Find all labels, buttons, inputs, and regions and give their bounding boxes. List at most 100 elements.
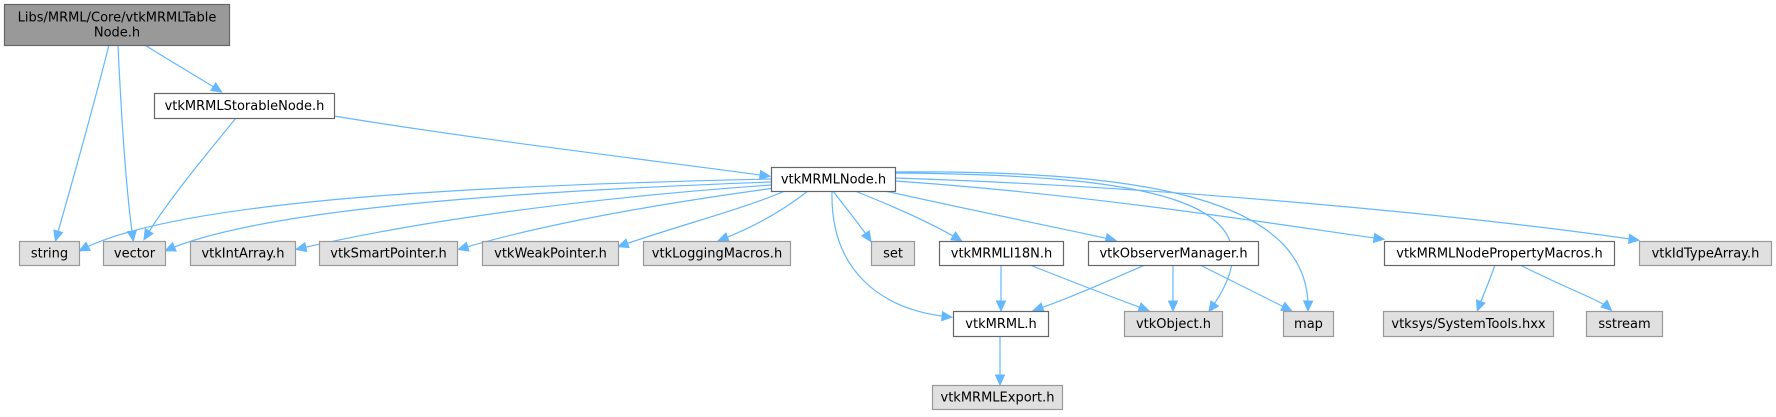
arrowhead-icon <box>995 300 1007 313</box>
edge-line <box>894 171 1309 310</box>
edge-node-to-string <box>78 178 772 252</box>
edge-propmacros-to-systools <box>1475 264 1496 313</box>
node-box <box>642 240 792 267</box>
node-label: vtkIntArray.h <box>201 247 284 262</box>
node-set: set <box>870 240 916 267</box>
edge-line <box>166 181 772 251</box>
edge-node-to-i18n <box>854 190 963 242</box>
edge-line <box>719 190 809 241</box>
edge-node-to-idtype <box>894 177 1641 244</box>
edge-line <box>1034 264 1146 311</box>
node-label: map <box>1294 317 1323 332</box>
edge-line <box>884 190 1115 241</box>
node-box <box>952 310 1050 338</box>
node-box <box>153 92 336 120</box>
edge-node-to-intarray <box>294 184 772 253</box>
edge-i18n-to-mrml <box>995 265 1007 313</box>
node-storable[interactable]: vtkMRMLStorableNode.h <box>153 92 336 120</box>
edges-layer <box>53 44 1641 387</box>
node-label: vector <box>114 247 156 262</box>
node-box <box>18 240 81 267</box>
arrowhead-icon <box>1280 301 1293 312</box>
arrowhead-icon <box>1031 302 1045 313</box>
node-label: vtkMRMLStorableNode.h <box>165 99 325 114</box>
arrowhead-icon <box>716 232 730 242</box>
arrowhead-icon <box>1627 233 1641 244</box>
node-label: vtkMRMLNodePropertyMacros.h <box>1396 247 1602 262</box>
node-label: set <box>883 247 903 262</box>
arrowhead-icon <box>1167 300 1179 313</box>
edge-node-to-weakptr <box>616 190 786 249</box>
arrowhead-icon <box>78 241 91 252</box>
arrowhead-icon <box>294 241 308 253</box>
node-label: vtkMRML.h <box>965 317 1036 332</box>
node-label: vtkMRMLNode.h <box>781 173 886 188</box>
node-systools: vtksys/SystemTools.hxx <box>1382 310 1555 338</box>
arrowhead-icon <box>1302 300 1314 313</box>
node-sstream: sstream <box>1585 310 1664 338</box>
arrowhead-icon <box>1208 300 1220 313</box>
edge-line <box>144 44 221 92</box>
edge-line <box>619 190 786 247</box>
edge-node-to-logging <box>716 190 809 242</box>
arrowhead-icon <box>1137 302 1151 312</box>
edge-observer-to-object <box>1167 265 1179 313</box>
node-propmacros[interactable]: vtkMRMLNodePropertyMacros.h <box>1383 240 1616 267</box>
node-observer[interactable]: vtkObserverManager.h <box>1087 240 1260 267</box>
arrowhead-icon <box>143 227 154 241</box>
edge-node-to-map <box>894 171 1314 313</box>
edge-storable-to-node <box>333 115 772 181</box>
edge-line <box>894 180 1383 240</box>
node-map: map <box>1282 310 1335 338</box>
node-box <box>770 166 897 193</box>
node-label: vtkLoggingMacros.h <box>652 247 782 262</box>
edge-root-to-string <box>53 44 110 243</box>
node-box <box>1585 310 1664 338</box>
edge-line <box>117 44 134 240</box>
node-box <box>1087 240 1260 267</box>
node-box <box>1282 310 1335 338</box>
edge-line <box>333 115 769 177</box>
edge-line <box>55 44 110 240</box>
node-label: Node.h <box>94 26 140 41</box>
node-label: vtkMRMLI18N.h <box>951 247 1053 262</box>
arrowhead-icon <box>994 374 1006 387</box>
edge-observer-to-mrml <box>1031 264 1146 313</box>
edge-observer-to-map <box>1199 264 1293 312</box>
node-label: vtkObserverManager.h <box>1099 247 1247 262</box>
arrowhead-icon <box>860 230 872 243</box>
edge-line <box>1029 264 1148 311</box>
node-i18n[interactable]: vtkMRMLI18N.h <box>938 240 1065 267</box>
node-vector: vector <box>102 240 167 267</box>
node-box <box>3 3 231 47</box>
arrowhead-icon <box>456 241 470 252</box>
node-mrml[interactable]: vtkMRML.h <box>952 310 1050 338</box>
node-box <box>102 240 167 267</box>
edge-line <box>854 190 961 241</box>
node-box <box>1383 240 1616 267</box>
arrowhead-icon <box>941 310 954 322</box>
node-label: string <box>31 247 68 262</box>
node-object: vtkObject.h <box>1123 310 1224 338</box>
node-box <box>318 240 459 267</box>
node-box <box>1123 310 1224 338</box>
arrowhead-icon <box>1475 299 1486 313</box>
node-box <box>1638 240 1773 267</box>
node-node[interactable]: vtkMRMLNode.h <box>770 166 897 193</box>
edge-root-to-storable <box>144 44 223 93</box>
edge-line <box>144 117 237 239</box>
arrowhead-icon <box>53 229 64 243</box>
node-string: string <box>18 240 81 267</box>
arrowhead-icon <box>164 241 177 252</box>
node-weakptr: vtkWeakPointer.h <box>481 240 620 267</box>
arrowhead-icon <box>1600 299 1613 312</box>
node-idtype: vtkIdTypeArray.h <box>1638 240 1773 267</box>
node-label: vtksys/SystemTools.hxx <box>1391 317 1546 332</box>
node-label: vtkIdTypeArray.h <box>1652 247 1760 262</box>
node-smartptr: vtkSmartPointer.h <box>318 240 459 267</box>
node-label: sstream <box>1598 317 1650 332</box>
edge-propmacros-to-sstream <box>1519 264 1613 312</box>
